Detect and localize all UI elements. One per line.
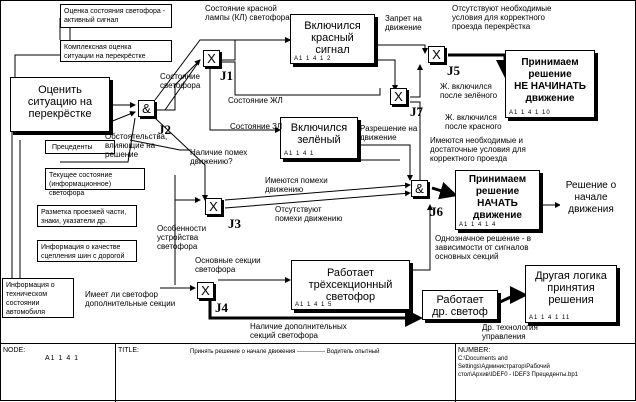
allow-label: Разрешение на движение xyxy=(360,124,418,142)
adhesion-input: Информация о качестве сцепления шин с до… xyxy=(37,240,137,262)
circumstances-label: Обстоятельства, влияющие на решение xyxy=(105,132,168,159)
complex-eval-text: Комплексная оценка ситуации на перекрёст… xyxy=(64,44,146,60)
start-title: Принимаем решение НАЧАТЬ движение xyxy=(468,174,527,221)
adhesion-text: Информация о качестве сцепления шин с до… xyxy=(41,244,125,260)
number-label: NUMBER: xyxy=(458,347,491,354)
precedents-text: Прецеденты xyxy=(52,144,93,151)
start-decision-box[interactable]: Решение о начале движения xyxy=(560,178,622,218)
additional-box[interactable]: Работает др. светоф xyxy=(422,290,498,320)
additional-title: Работает др. светоф xyxy=(432,294,488,318)
additional-sections-label: Наличие дополнительных секций светофора xyxy=(250,322,347,340)
other-logic-number: А1 1 4 1 11 xyxy=(529,315,571,321)
red-lamp-state-label: Состояние красной лампы (КЛ) светофора xyxy=(205,4,290,22)
green-on-box[interactable]: Включился зелёный А1 1 4 1 xyxy=(280,117,358,159)
idef-footer: NODE: А1 1 4 1 TITLE: Принять решение о … xyxy=(0,343,636,402)
node-label: NODE: xyxy=(3,347,26,354)
marking-text: Разметка проезжей части, знаки, указател… xyxy=(41,209,127,225)
junction-j2: & xyxy=(138,100,155,117)
junction-j3-label: J3 xyxy=(228,216,241,231)
start-box[interactable]: Принимаем решение НАЧАТЬ движение А1 1 4… xyxy=(455,170,540,230)
title-label: TITLE: xyxy=(118,347,140,354)
current-state-input: Текущее состояние (информационное) свето… xyxy=(45,168,145,197)
yellow-after-red-label: Ж. включился после красного xyxy=(445,113,502,131)
green-on-number: А1 1 4 1 xyxy=(284,151,315,157)
green-on-title: Включился зелёный xyxy=(290,122,348,146)
current-state-text: Текущее состояние (информационное) свето… xyxy=(49,172,113,197)
unambiguous-label: Однозначное решение - в зависимости от с… xyxy=(435,234,532,261)
junction-j7-label: J7 xyxy=(410,104,423,119)
no-obstacles-label: Отсутствуют помехи движению xyxy=(275,205,343,223)
no-conditions-label: Отсутствуют необходимые условия для корр… xyxy=(452,4,552,31)
conditions-ok-label: Имеются необходимые и достаточные услови… xyxy=(430,136,526,163)
arrow-complex xyxy=(14,10,71,90)
three-section-number: А1 1 4 1 5 xyxy=(295,302,333,308)
marking-input: Разметка проезжей части, знаки, указател… xyxy=(37,205,137,227)
number-value: C:\Documents and Settings\Администратор\… xyxy=(458,356,578,378)
other-logic-title: Другая логика принятия решения xyxy=(535,270,607,306)
do-not-start-title: Принимаем решение НЕ НАЧИНАТЬ движение xyxy=(514,57,586,104)
assess-situation-title: Оценить ситуацию на перекрёстке xyxy=(27,84,93,120)
complex-eval-input: Комплексная оценка ситуации на перекрёст… xyxy=(60,40,172,62)
junction-j2-label: J2 xyxy=(158,122,171,137)
start-number: А1 1 4 1 4 xyxy=(459,222,497,228)
tech-state-text: Информация о техническом состоянии автом… xyxy=(6,282,55,316)
other-logic-box[interactable]: Другая логика принятия решения А1 1 4 1 … xyxy=(525,265,617,323)
junction-j1: X xyxy=(203,50,220,67)
signal-state-text: Оценка состояния светофора - активный си… xyxy=(64,8,166,24)
junction-j5: X xyxy=(428,46,445,63)
junction-j1-label: J1 xyxy=(220,68,233,83)
has-additional-label: Имеет ли светофор дополнительные секции xyxy=(85,290,176,308)
three-section-box[interactable]: Работает трёхсекционный светофор А1 1 4 … xyxy=(291,260,410,310)
precedents-input: Прецеденты xyxy=(45,140,115,154)
main-sections-label: Основные секции светофора xyxy=(195,256,261,274)
other-tech-label: Др. технология управления xyxy=(482,323,538,341)
obstacles-exist-label: Имеются помехи движению xyxy=(265,176,328,194)
assess-situation-box[interactable]: Оценить ситуацию на перекрёстке xyxy=(10,77,110,132)
yellow-after-green-label: Ж. включился после зелёного xyxy=(440,82,498,100)
junction-j6-label: J6 xyxy=(430,204,443,219)
junction-j3: X xyxy=(205,198,222,215)
do-not-start-box[interactable]: Принимаем решение НЕ НАЧИНАТЬ движение А… xyxy=(505,50,595,118)
signal-state-input: Оценка состояния светофора - активный си… xyxy=(60,4,172,28)
obstacles-question-label: Наличие помех движению? xyxy=(190,148,248,166)
red-on-number: А1 1 4 1 2 xyxy=(294,56,332,62)
do-not-start-number: А1 1 4 1 10 xyxy=(509,110,551,116)
red-on-box[interactable]: Включился красный сигнал А1 1 4 1 2 xyxy=(290,14,375,64)
junction-j4-label: J4 xyxy=(215,300,228,315)
node-value: А1 1 4 1 xyxy=(45,355,80,362)
tech-state-input: Информация о техническом состоянии автом… xyxy=(2,278,74,318)
junction-j5-label: J5 xyxy=(447,63,460,78)
light-state-label: Состояние светофора xyxy=(160,72,201,90)
three-section-title: Работает трёхсекционный светофор xyxy=(308,267,393,303)
forbid-label: Запрет на движение xyxy=(385,14,422,32)
junction-j4: X xyxy=(197,282,214,299)
title-value: Принять решение о начале движения ------… xyxy=(190,349,380,355)
yellow-state-label: Состояние ЖЛ xyxy=(228,96,283,105)
start-decision-title: Решение о начале движения xyxy=(565,180,617,215)
junction-j7: X xyxy=(390,88,407,105)
device-features-label: Особенности устройства светофора xyxy=(157,224,207,251)
green-state-label: Состояние ЗЛ xyxy=(230,122,283,131)
junction-j6: & xyxy=(411,180,428,197)
red-on-title: Включился красный сигнал xyxy=(304,20,361,56)
